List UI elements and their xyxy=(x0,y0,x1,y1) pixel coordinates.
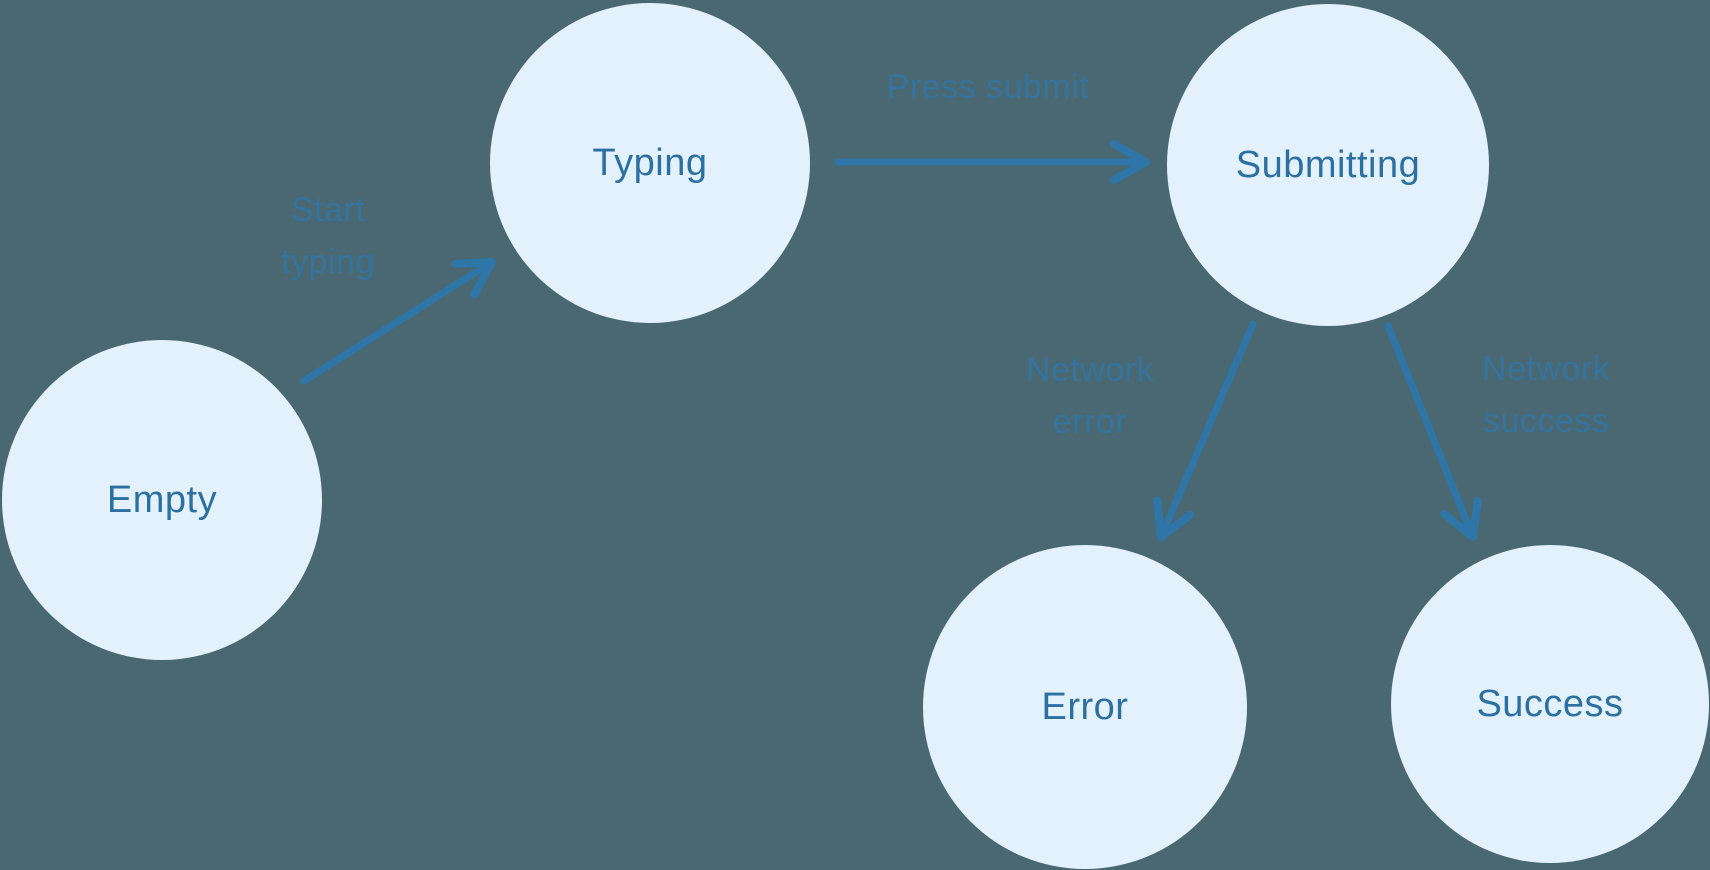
edge-label-press-submit: Press submit xyxy=(887,61,1090,113)
edge-label-line: error xyxy=(1052,403,1128,441)
edge-label-line: success xyxy=(1482,402,1610,440)
edge-label-network-error: Network error xyxy=(1026,344,1154,448)
state-label-error: Error xyxy=(1041,685,1129,728)
state-label-empty: Empty xyxy=(106,478,218,521)
edge-label-line: typing xyxy=(281,243,375,281)
edge-label-line: Network xyxy=(1481,350,1611,388)
state-node-typing: Typing xyxy=(490,3,810,323)
edge-label-start-typing: Start typing xyxy=(281,184,375,288)
state-label-success: Success xyxy=(1476,682,1624,725)
edge-label-network-success: Network success xyxy=(1482,343,1610,447)
edge-label-line: Start xyxy=(290,191,366,229)
edge-label-line: Network xyxy=(1025,351,1155,389)
state-label-typing: Typing xyxy=(592,141,708,184)
edge-submitting-to-error-arrow xyxy=(1153,320,1257,541)
edge-label-line: Press submit xyxy=(886,68,1090,106)
state-node-submitting: Submitting xyxy=(1167,4,1489,326)
state-node-empty: Empty xyxy=(2,340,322,660)
state-node-success: Success xyxy=(1391,545,1709,863)
state-node-error: Error xyxy=(923,545,1247,869)
state-label-submitting: Submitting xyxy=(1235,143,1421,186)
edge-submitting-to-success-arrow xyxy=(1384,322,1482,541)
